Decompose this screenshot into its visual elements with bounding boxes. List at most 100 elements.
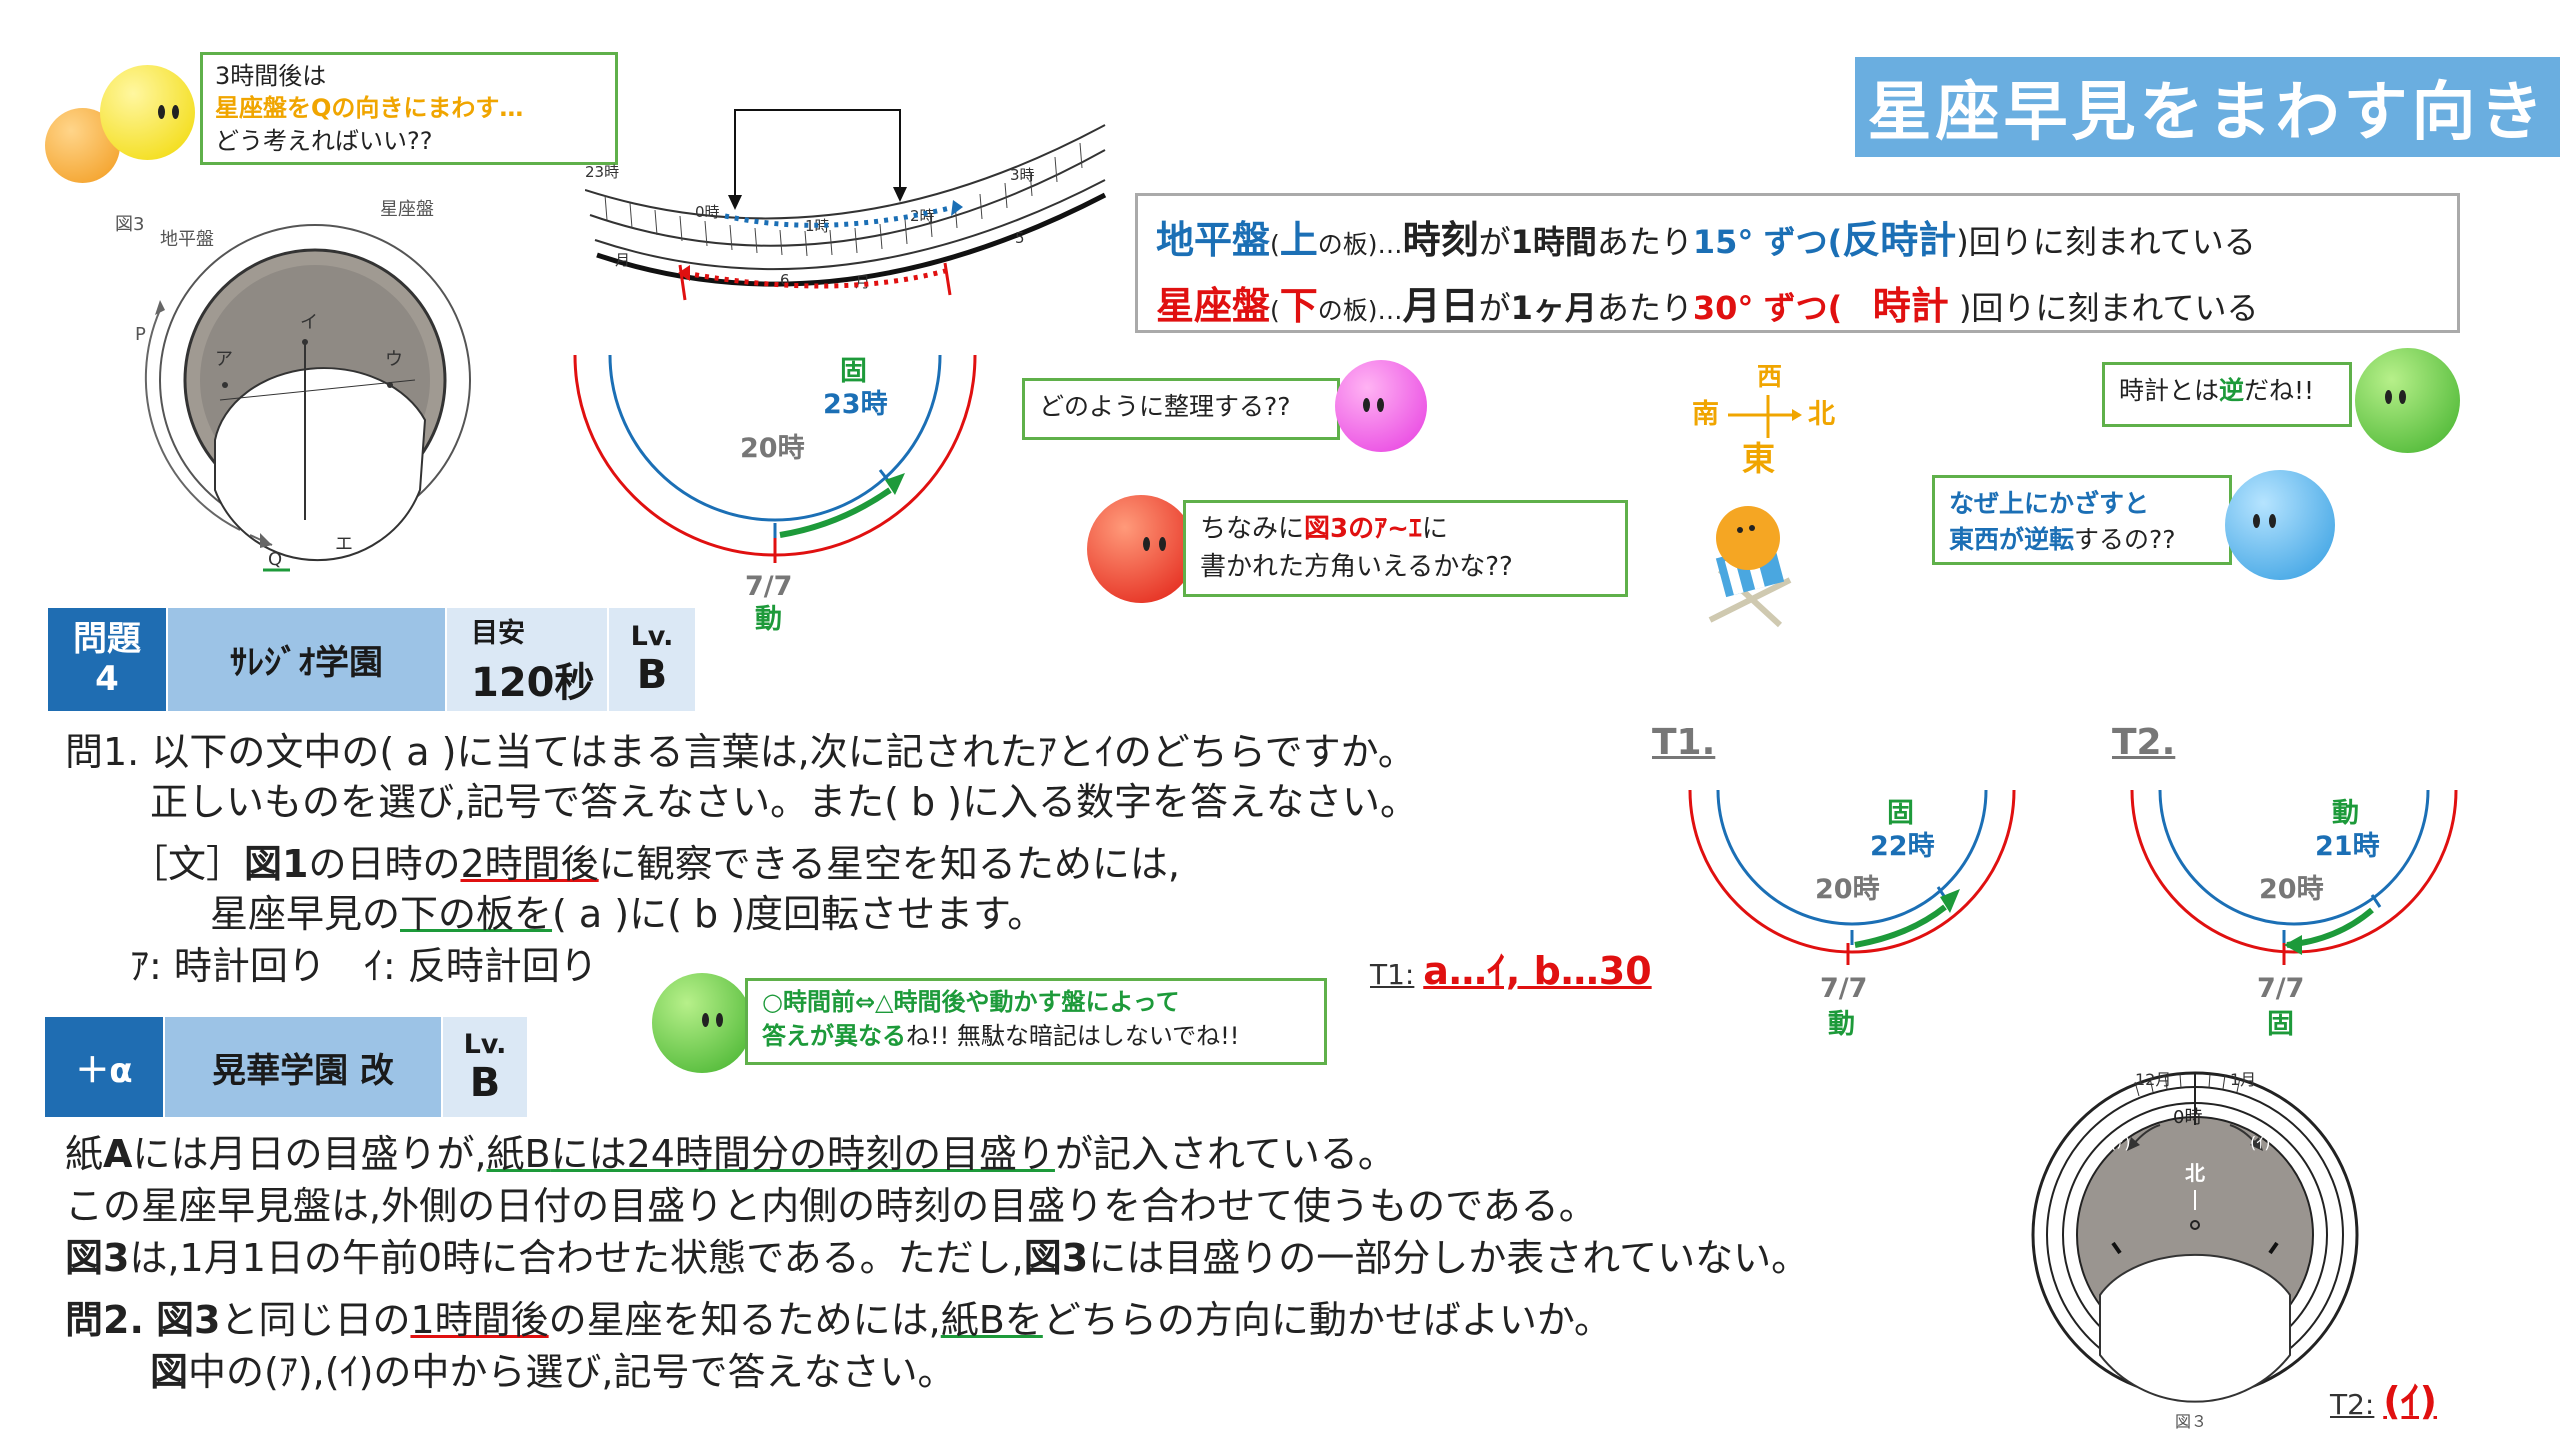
- info-text: が: [1478, 289, 1511, 328]
- scale-6: 6: [780, 271, 790, 289]
- info-line-2: 星座盤(下の板)…月日が1ヶ月あたり30° ずつ( 時計 )回りに刻まれている: [1156, 270, 2439, 342]
- compass-west: 西: [1757, 362, 1782, 391]
- answer-t1: T1: a…ｲ, b…30: [1370, 940, 1652, 995]
- t2-date: 7/7: [2257, 973, 2304, 1004]
- main-date-label: 7/7: [745, 571, 792, 602]
- compass-east: 東: [1742, 439, 1775, 478]
- main-23h-label: 23時: [823, 389, 888, 420]
- t2-arc-diagram: 動 21時 20時 7/7 固: [2130, 789, 2458, 1040]
- q2-text: は,1月1日の午前0時に合わせた状態である。ただし,: [129, 1236, 1024, 1280]
- bubble-text: するの??: [2074, 525, 2176, 555]
- figure3-planisphere: 図3 地平盤 星座盤 P ア イ ウ エ Q: [115, 199, 471, 572]
- q2-text: 中の(ｱ),(ｲ)の中から選び,記号で答えなさい。: [188, 1350, 956, 1394]
- plus-alpha-level: Lv. B: [443, 1017, 527, 1117]
- t1-arc-diagram: 固 22時 20時 7/7 動: [1688, 789, 2016, 1040]
- info-text: 時刻: [1402, 218, 1479, 262]
- info-text: 地平盤: [1156, 218, 1271, 262]
- level-value: B: [469, 1059, 501, 1106]
- q1-line-1: 問1. 以下の文中の( a )に当てはまる言葉は,次に記されたｱとｲのどちらです…: [65, 730, 1416, 774]
- info-text: 下: [1279, 284, 1318, 329]
- scale-23h: 23時: [585, 163, 619, 181]
- beach-chair-icon: [1708, 506, 1792, 628]
- q2-text: には目盛りの一部分しか表されていない。: [1088, 1236, 1810, 1280]
- info-text: ずつ(: [1763, 289, 1843, 328]
- scale-month: 月: [615, 251, 630, 269]
- t1-title: T1.: [1652, 722, 1716, 763]
- bubble-text: 答えが異なる: [762, 1021, 906, 1050]
- compass-diagram: 西 南 北 東: [1692, 362, 1835, 628]
- q1-text: 2時間後: [460, 842, 599, 886]
- info-text: あたり: [1596, 289, 1693, 328]
- q2-text: 図3: [65, 1236, 130, 1280]
- fig-label-e: エ: [335, 534, 353, 555]
- speech-bubble-organize: どのように整理する??: [1022, 378, 1340, 440]
- fig-label-seiza: 星座盤: [380, 199, 434, 220]
- bubble-text: ね!! 無駄な暗記はしないでね!!: [906, 1021, 1240, 1050]
- q1-text: ［文］: [130, 842, 245, 886]
- q1-text: 星座早見の: [210, 892, 401, 936]
- scale-0h: 0時: [695, 203, 720, 221]
- q1-text: 図1: [244, 842, 309, 886]
- q2-text: A: [103, 1132, 133, 1176]
- answer-label: T1:: [1370, 958, 1415, 991]
- fig-label-q: Q: [268, 549, 282, 570]
- q2-text: 紙Bには24時間分の時刻の目盛り: [487, 1132, 1055, 1176]
- fig-label-u: ウ: [385, 349, 403, 370]
- info-text: 1ヶ月: [1510, 289, 1597, 328]
- q1-text: の日時の: [308, 842, 461, 886]
- q1-text: ( a )に( b )度回転させます。: [552, 892, 1046, 936]
- q2-text: の星座を知るためには,: [548, 1298, 941, 1342]
- bubble-line: 3時間後は: [215, 62, 327, 90]
- bubble-text: ちなみに: [1200, 514, 1305, 544]
- info-text: (: [1270, 230, 1280, 259]
- page-title: 星座早見をまわす向き: [1855, 57, 2560, 157]
- main-20h-label: 20時: [740, 433, 805, 464]
- bubble-text: だね!!: [2244, 376, 2315, 405]
- figure3-bottom-planisphere: 12月 1月 0時 (ｱ) (ｲ) 北 図３: [2031, 1070, 2359, 1431]
- t1-22h: 22時: [1870, 831, 1935, 862]
- q2-text: 図3: [1023, 1236, 1089, 1280]
- arc-diagram-main: 固 23時 20時 7/7 動: [573, 354, 977, 635]
- q1-text: 下の板を: [400, 892, 553, 936]
- t1-20h: 20時: [1815, 874, 1880, 905]
- info-box: 地平盤(上の板)…時刻が1時間あたり15° ずつ(反時計)回りに刻まれている 星…: [1135, 193, 2460, 333]
- scale-5: 5: [1015, 229, 1025, 247]
- info-text: ずつ(: [1763, 223, 1843, 261]
- pink-face-icon: [1335, 360, 1427, 452]
- fig3b-0h: 0時: [2173, 1107, 2202, 1128]
- problem-number: 4: [95, 658, 119, 699]
- answer-label: T2:: [2330, 1388, 2375, 1421]
- answer-t2: T2: (ｲ): [2330, 1370, 2437, 1425]
- q2-text: 図: [150, 1350, 189, 1394]
- info-text: 星座盤: [1156, 284, 1271, 329]
- info-text: 15°: [1692, 223, 1754, 261]
- info-line-1: 地平盤(上の板)…時刻が1時間あたり15° ずつ(反時計)回りに刻まれている: [1156, 204, 2439, 276]
- q2-line-5: 図中の(ｱ),(ｲ)の中から選び,記号で答えなさい。: [150, 1348, 955, 1397]
- info-text: 反時計: [1842, 218, 1957, 262]
- q2-text: が記入されている。: [1054, 1132, 1396, 1176]
- t2-title: T2.: [2112, 722, 2176, 763]
- speech-bubble-top: 3時間後は 星座盤をQの向きにまわす… どう考えればいい??: [200, 52, 618, 165]
- compass-north: 北: [1808, 399, 1835, 430]
- speech-bubble-reverse: 時計とは逆だね!!: [2102, 362, 2352, 427]
- speech-bubble-chinami: ちなみに図3のｱ~ｴに 書かれた方角いえるかな??: [1183, 500, 1628, 597]
- time-label: 目安: [471, 618, 525, 649]
- fig3b-12m: 12月: [2135, 1070, 2171, 1089]
- q2-text: 図3: [155, 1298, 221, 1342]
- problem-label-text: 問題: [73, 619, 141, 660]
- bubble-line: 星座盤をQの向きにまわす…: [215, 94, 524, 123]
- info-text: が: [1478, 223, 1511, 261]
- level-label: Lv.: [630, 621, 674, 652]
- speech-bubble-tip: ○時間前⇔△時間後や動かす盤によって 答えが異なるね!! 無駄な暗記はしないでね…: [745, 978, 1327, 1065]
- bubble-text: 時計とは: [2119, 376, 2220, 405]
- q2-line-2: この星座早見盤は,外側の日付の目盛りと内側の時刻の目盛りを合わせて使うものである…: [65, 1184, 1597, 1228]
- bubble-text: 書かれた方角いえるかな??: [1200, 551, 1513, 582]
- q2-text: 紙B: [486, 1132, 551, 1176]
- q2-text: 問2.: [65, 1298, 144, 1342]
- t2-move: 動: [2332, 798, 2359, 829]
- main-fixed-label: 固: [840, 356, 867, 387]
- fig-label-a: ア: [215, 349, 233, 370]
- bubble-text: ○時間前⇔△時間後や動かす盤によって: [762, 988, 1180, 1016]
- bubble-text: 図3のｱ~ｴ: [1304, 514, 1422, 544]
- t2-fixed: 固: [2267, 1009, 2294, 1040]
